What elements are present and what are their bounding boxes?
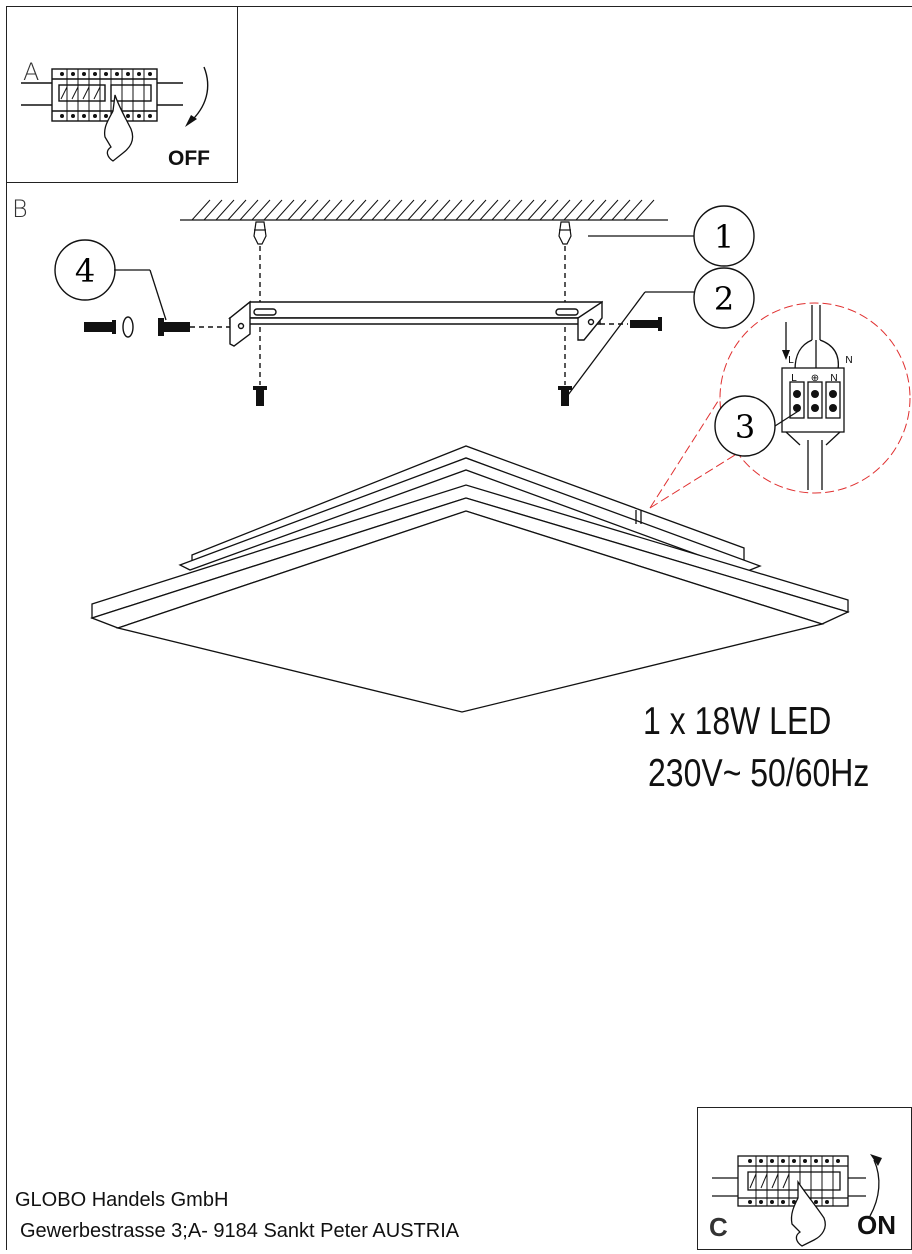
terminal-earth-label: ⊕ bbox=[811, 373, 819, 384]
callout-3: 3 bbox=[714, 395, 801, 457]
ceiling-screw-left bbox=[253, 386, 267, 406]
terminal-neutral-label: N bbox=[830, 373, 837, 384]
off-label: OFF bbox=[168, 147, 210, 170]
screw-assembly bbox=[84, 316, 190, 338]
mounting-bracket bbox=[228, 300, 603, 347]
terminal-live-label: L bbox=[791, 373, 797, 384]
led-panel bbox=[90, 445, 850, 713]
wire-neutral-label: N bbox=[845, 355, 852, 366]
ceiling-screw-right bbox=[558, 386, 572, 406]
page-frame bbox=[6, 6, 912, 1250]
company-address: Gewerbestrasse 3;A- 9184 Sankt Peter AUS… bbox=[20, 1220, 460, 1242]
on-label: ON bbox=[857, 1210, 896, 1240]
step-a-letter: A bbox=[23, 58, 40, 86]
callout-2: 2 bbox=[567, 267, 755, 396]
ceiling bbox=[180, 199, 668, 221]
wall-plug-right bbox=[558, 221, 572, 245]
callout-3-label: 3 bbox=[735, 408, 755, 446]
spec-power: 1 x 18W LED bbox=[643, 700, 832, 743]
callout-4-label: 4 bbox=[75, 252, 95, 290]
arrow-up-icon bbox=[870, 1154, 882, 1166]
breaker-off-illustration bbox=[21, 66, 209, 162]
step-a-panel bbox=[6, 6, 238, 183]
spec-voltage: 230V~ 50/60Hz bbox=[648, 752, 870, 795]
breaker-on-illustration bbox=[712, 1154, 882, 1247]
callout-2-label: 2 bbox=[714, 280, 734, 318]
screw-icon bbox=[630, 317, 662, 331]
arrow-down-icon bbox=[185, 115, 197, 127]
company-name: GLOBO Handels GmbH bbox=[15, 1189, 229, 1211]
step-c-letter: C bbox=[709, 1212, 728, 1242]
hand-icon bbox=[103, 94, 134, 162]
wire-live-label: L bbox=[788, 355, 794, 366]
callout-1: 1 bbox=[588, 205, 755, 267]
callout-4: 4 bbox=[54, 239, 167, 321]
step-c-panel bbox=[697, 1107, 912, 1250]
wall-plug-left bbox=[253, 221, 267, 245]
callout-1-label: 1 bbox=[714, 218, 734, 256]
terminal-detail: L ⊕ N L N bbox=[649, 302, 911, 509]
arrow-down-icon bbox=[782, 350, 790, 360]
hand-icon bbox=[790, 1179, 826, 1247]
step-b-letter: B bbox=[12, 195, 28, 223]
